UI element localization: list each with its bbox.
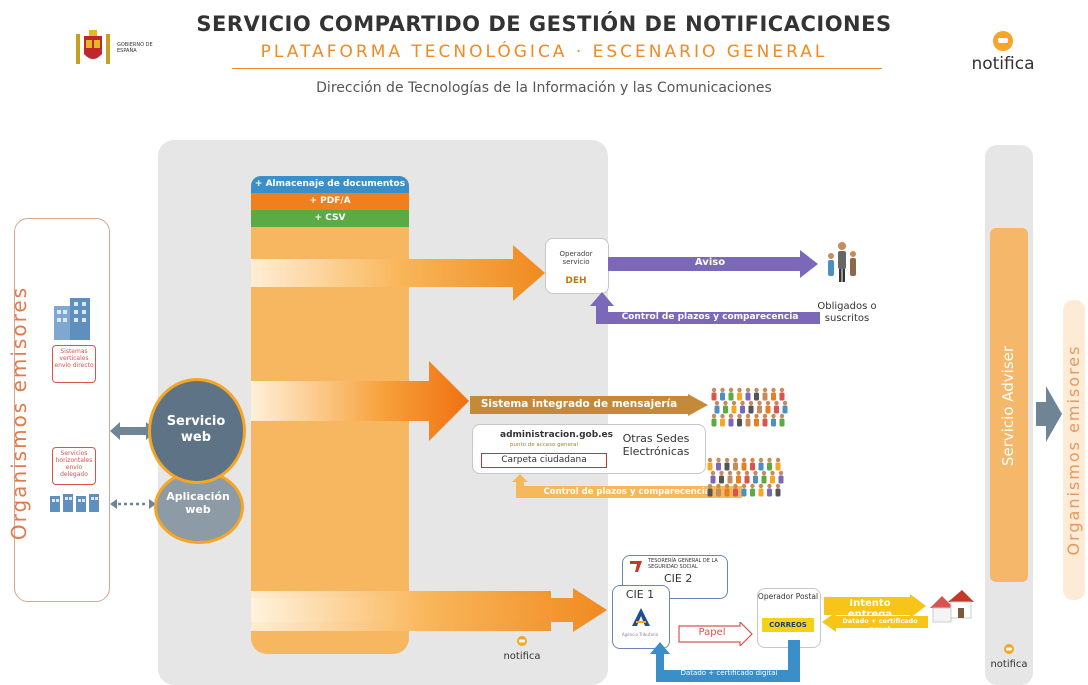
aviso-arrow	[608, 250, 818, 278]
organismos-emisores-box	[14, 218, 110, 602]
datado-digital-label: Datado + certificado digital	[680, 669, 778, 677]
arrow-to-cie	[251, 588, 607, 632]
carpeta-ciudadana-box: Carpeta ciudadana	[481, 453, 607, 468]
papel-label: Papel	[698, 627, 726, 638]
adviser-output-arrow	[1036, 386, 1062, 442]
page-title: SERVICIO COMPARTIDO DE GESTIÓN DE NOTIFI…	[196, 12, 892, 36]
intento-entrega-arrow	[824, 594, 926, 618]
servicio-adviser-bar	[990, 228, 1028, 582]
operador-servicio-label: Operador servicio	[559, 250, 593, 266]
tgss-label: TESORERÍA GENERAL DE LA SEGURIDAD SOCIAL	[648, 558, 718, 570]
aplicacion-web-label: Aplicación web	[166, 490, 230, 516]
correos-logo: CORREOS	[762, 618, 814, 632]
sistemas-verticales-box: Sistemas verticales envío directo	[52, 345, 96, 383]
deh-label: DEH	[565, 276, 587, 286]
servicios-horizontales-box: Servicios horizontales envío delegado	[52, 447, 96, 485]
header-rule	[232, 68, 882, 69]
notifica-logo-header: notifica	[958, 30, 1048, 80]
servicio-web-circle	[148, 378, 246, 484]
organismos-emisores-right-label: Organismos emisores	[1064, 344, 1083, 556]
datado-papel-arrow	[822, 612, 928, 632]
intento-entrega-label: Intento entrega	[847, 598, 893, 620]
control-plazos-deh-arrow	[590, 292, 820, 324]
datado-digital-arrow	[650, 640, 800, 682]
bidirectional-arrow-dotted	[108, 496, 158, 515]
buildings-row-icon	[50, 492, 100, 516]
operador-deh-box	[545, 238, 609, 294]
houses-icon	[928, 586, 976, 634]
agencia-tributaria-label: Agencia Tributaria	[621, 632, 659, 637]
almacenaje-band: + Almacenaje de documentos	[251, 176, 409, 193]
obligados-label: Obligados o suscritos	[817, 301, 877, 324]
notifica-logo-adviser: notifica	[984, 640, 1034, 670]
pdfa-band: + PDF/A	[251, 193, 409, 210]
organismos-emisores-label: Organismos emisores	[7, 285, 31, 541]
bidirectional-arrow-solid	[108, 420, 158, 446]
servicio-web-label: Servicio web	[166, 414, 226, 445]
notifica-logo-core: notifica	[497, 632, 547, 662]
notifica-core-brand: notifica	[503, 651, 541, 662]
gobierno-logo-text: GOBIERNO DE ESPAÑA	[117, 42, 153, 54]
control-plazos-sede-arrow	[512, 474, 742, 498]
csv-band: + CSV	[251, 210, 409, 227]
arrow-to-deh	[251, 245, 545, 301]
otras-sedes-label: Otras Sedes Electrónicas	[622, 432, 690, 458]
papel-arrow	[678, 622, 753, 646]
notifica-brand: notifica	[971, 54, 1035, 74]
crowd-icon-2	[706, 454, 786, 506]
control-plazos-sede-label: Control de plazos y comparecencia	[543, 487, 711, 497]
tgss-logo-icon	[628, 558, 644, 577]
agencia-tributaria-icon	[630, 606, 652, 632]
cie1-label: CIE 1	[625, 588, 655, 601]
directorate-text: Dirección de Tecnologías de la Informaci…	[316, 80, 772, 96]
mensajeria-label: Sistema integrado de mensajería	[480, 398, 678, 410]
notifica-adviser-brand: notifica	[990, 659, 1028, 670]
building-icon	[52, 296, 92, 344]
servicio-adviser-label: Servicio Adviser	[999, 345, 1017, 467]
gobierno-logo	[76, 30, 156, 70]
mensajeria-arrow	[470, 394, 708, 416]
cie2-label: CIE 2	[664, 572, 693, 585]
people-small-icon	[822, 240, 862, 288]
cie1-box	[612, 585, 670, 649]
datado-papel-label: Datado + certificado papel	[842, 617, 918, 633]
punto-acceso-label: punto de acceso general	[510, 442, 579, 448]
control-plazos-deh-label: Control de plazos y comparecencia	[621, 312, 799, 322]
page-subtitle: PLATAFORMA TECNOLÓGICA · ESCENARIO GENER…	[260, 42, 828, 62]
operador-postal-label: Operador Postal	[757, 592, 819, 601]
aviso-label: Aviso	[694, 257, 726, 268]
crowd-icon-1	[710, 384, 790, 436]
organismos-emisores-right-box	[1063, 300, 1085, 600]
sede-electronica-box	[472, 424, 706, 474]
administracion-logo: administracion.gob.es	[500, 430, 614, 440]
arrow-to-sede	[251, 361, 469, 441]
